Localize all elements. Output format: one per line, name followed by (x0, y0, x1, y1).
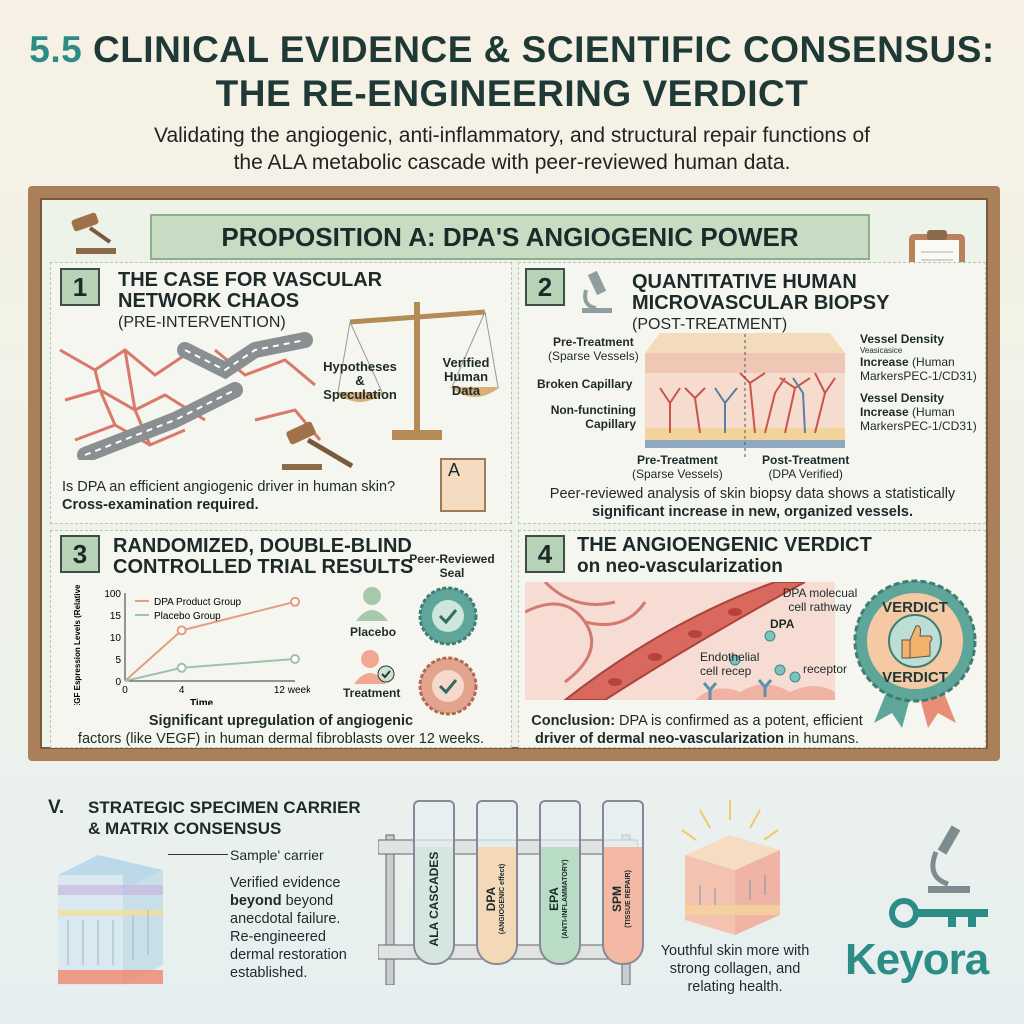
test-tube: DPA(ANGIOGENIC effect) (476, 800, 518, 965)
label-non-functioning-capillary: Non-functining Capillary (550, 403, 636, 431)
lipid-matrix-illustration (48, 845, 168, 1000)
verdict-seal-icon: VERDICT VERDICT (852, 578, 978, 733)
dpa-pathway-label: DPA molecual cell rathway (782, 586, 858, 614)
label-post-treatment: Post-Treatment(DPA Verified) (762, 453, 850, 481)
scale-label-hypotheses: Hypotheses & Speculation (323, 359, 397, 402)
skin-biopsy-illustration (645, 328, 845, 463)
x-tick-label: 12 weeks (274, 685, 310, 696)
data-point (176, 662, 187, 673)
test-tube: SPM(TISSUE REPAIR) (602, 800, 644, 965)
section-5-text: Verified evidence beyond beyond anecdota… (230, 875, 347, 981)
test-tube-label: EPA(ANTI-INFLAMMATORY) (547, 859, 569, 939)
test-tube: EPA(ANTI-INFLAMMATORY) (539, 800, 581, 965)
label-pre-treatment-bottom: Pre-Treatment(Sparse Vessels) (632, 453, 723, 481)
keyora-logo: Keyora (845, 935, 989, 984)
blood-vessel-illustration (524, 580, 835, 705)
section-number: 5.5 (29, 29, 83, 70)
peer-reviewed-seal-label: Peer-Reviewed Seal (409, 552, 495, 580)
dpa-label: DPA (770, 617, 795, 631)
x-axis-label: Time (190, 698, 214, 705)
document-icon: A (440, 458, 486, 512)
panel-1-caption: Is DPA an efficient angiogenic driver in… (62, 479, 396, 513)
panel-number-badge: 4 (525, 535, 565, 573)
y-tick-label: 5 (115, 655, 121, 666)
y-tick-label: 0 (115, 677, 121, 688)
test-tube: ALA CASCADES (413, 800, 455, 965)
subtitle: Validating the angiogenic, anti-inflamma… (154, 124, 870, 174)
test-tubes: ALA CASCADES DPA(ANGIOGENIC effect) EPA(AN… (413, 800, 644, 965)
verdict-seal-top: VERDICT (882, 599, 948, 616)
data-point (290, 596, 300, 607)
panel-number-badge: 3 (60, 535, 100, 573)
main-title-line2: THE RE-ENGINEERING VERDICT (215, 73, 809, 114)
test-tube-label: SPM(TISSUE REPAIR) (610, 869, 632, 928)
microscope-icon (918, 822, 978, 907)
y-tick-label: 100 (104, 589, 121, 600)
receptor-label: receptor (803, 662, 848, 676)
label-pre-treatment-top: Pre-Treatment(Sparse Vessels) (548, 335, 639, 363)
x-tick-label: 0 (122, 685, 128, 696)
treatment-person-icon (352, 648, 396, 689)
panel-1 (50, 262, 512, 524)
treatment-seal-icon (418, 656, 478, 721)
proposition-header: PROPOSITION A: DPA'S ANGIOGENIC POWER (150, 214, 870, 260)
gavel-icon (66, 210, 126, 263)
y-tick-label: 10 (110, 633, 122, 644)
x-tick-label: 4 (179, 685, 185, 696)
scales-of-justice-icon (330, 282, 505, 452)
placebo-person-icon (352, 585, 392, 626)
panel-number-badge: 2 (525, 268, 565, 306)
legend-label: Placebo Group (154, 611, 221, 622)
data-point (176, 625, 187, 636)
panel-2-caption: Peer-reviewed analysis of skin biopsy da… (549, 486, 956, 520)
test-tube-label: ALA CASCADES (427, 851, 441, 947)
placebo-label: Placebo (350, 625, 397, 639)
legend-label: DPA Product Group (154, 597, 242, 608)
label-broken-capillary: Broken Capillary (537, 377, 633, 391)
sample-carrier-label: Sample' carrier (230, 847, 324, 863)
data-point (290, 654, 300, 664)
carrier-pointer-line (168, 854, 228, 855)
y-tick-label: 15 (110, 611, 122, 622)
key-icon (888, 895, 993, 936)
section-5-title: V.STRATEGIC SPECIMEN CARRIER& MATRIX CON… (48, 797, 361, 838)
series-line (124, 658, 296, 682)
endothelial-label: Endothelial cell recep (700, 650, 760, 678)
panel-4-caption: Conclusion: DPA is confirmed as a potent… (531, 713, 863, 747)
test-tube-label: DPA(ANGIOGENIC effect) (484, 863, 506, 934)
panel-number-badge: 1 (60, 268, 100, 306)
microscope-icon (578, 270, 616, 319)
peer-reviewed-seal-icon (418, 586, 478, 651)
main-title-line1: 5.5 CLINICAL EVIDENCE & SCIENTIFIC CONSE… (29, 29, 995, 70)
verdict-seal-bottom: VERDICT (882, 669, 948, 686)
y-axis-label: VEGF Espression Levels (Relative Units) (73, 585, 82, 705)
skin-caption: Youthful skin more with strong collagen,… (660, 943, 810, 995)
vegf-line-chart: 0 5 10 15 100 0 4 12 weeksTime VEGF Espression L… (73, 585, 310, 705)
treatment-label: Treatment (343, 686, 401, 700)
gavel-icon (282, 418, 362, 478)
youthful-skin-illustration (670, 800, 790, 940)
scale-label-verified: Verified Human Data (442, 355, 490, 398)
